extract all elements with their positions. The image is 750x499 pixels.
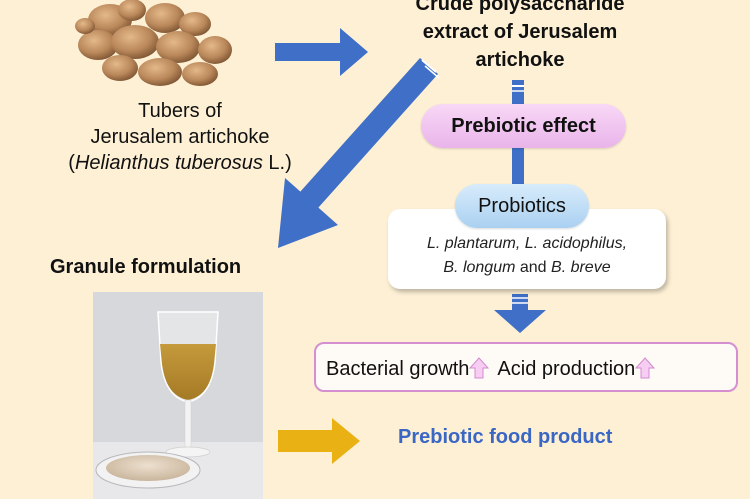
sci-prefix: (	[68, 152, 75, 174]
species-line2: B. longum and B. breve	[388, 256, 666, 280]
species-line1: L. plantarum, L. acidophilus,	[426, 235, 628, 252]
species-b-breve: B. breve	[551, 259, 611, 276]
arrow-tubers-to-extract	[275, 28, 368, 76]
up-arrow-icon	[469, 357, 490, 379]
bacterial-growth-label: Bacterial growth	[326, 358, 470, 380]
arrow-extract-to-granule	[278, 58, 440, 248]
acid-production-label: Acid production	[497, 358, 636, 380]
probiotic-species: L. plantarum, L. acidophilus, B. longum …	[388, 232, 666, 280]
species-b-longum: B. longum	[443, 259, 516, 276]
sci-suffix: L.)	[262, 152, 292, 174]
extract-title-line2: extract of Jerusalem	[422, 21, 618, 43]
up-arrow-icon	[635, 357, 656, 379]
species-and: and	[515, 259, 552, 276]
prebiotic-food-product-label: Prebiotic food product	[398, 426, 613, 448]
connector-prebiotic-probiotics	[512, 148, 524, 186]
tubers-caption: Tubers of Jerusalem artichoke (Helianthu…	[20, 98, 340, 176]
arrow-granule-to-product	[278, 418, 360, 464]
scientific-name: (Helianthus tuberosus L.)	[20, 150, 340, 176]
tuber-illustration	[75, 0, 232, 86]
extract-title: Crude polysaccharide extract of Jerusale…	[370, 0, 670, 74]
tubers-caption-line1: Tubers of	[138, 100, 222, 122]
sci-name-italic: Helianthus tuberosus	[74, 152, 263, 174]
tubers-caption-line2: Jerusalem artichoke	[90, 126, 270, 148]
extract-title-line3: artichoke	[475, 49, 565, 71]
granule-formulation-title: Granule formulation	[50, 256, 242, 278]
extract-title-line1: Crude polysaccharide	[415, 0, 625, 15]
probiotics-pill: Probiotics	[455, 184, 589, 228]
connector-extract-prebiotic	[512, 80, 524, 106]
arrow-probiotics-to-effects	[494, 294, 546, 333]
effects-box: Bacterial growth Acid production	[314, 342, 738, 392]
glass-photo	[93, 292, 263, 499]
prebiotic-effect-pill: Prebiotic effect	[421, 104, 626, 148]
